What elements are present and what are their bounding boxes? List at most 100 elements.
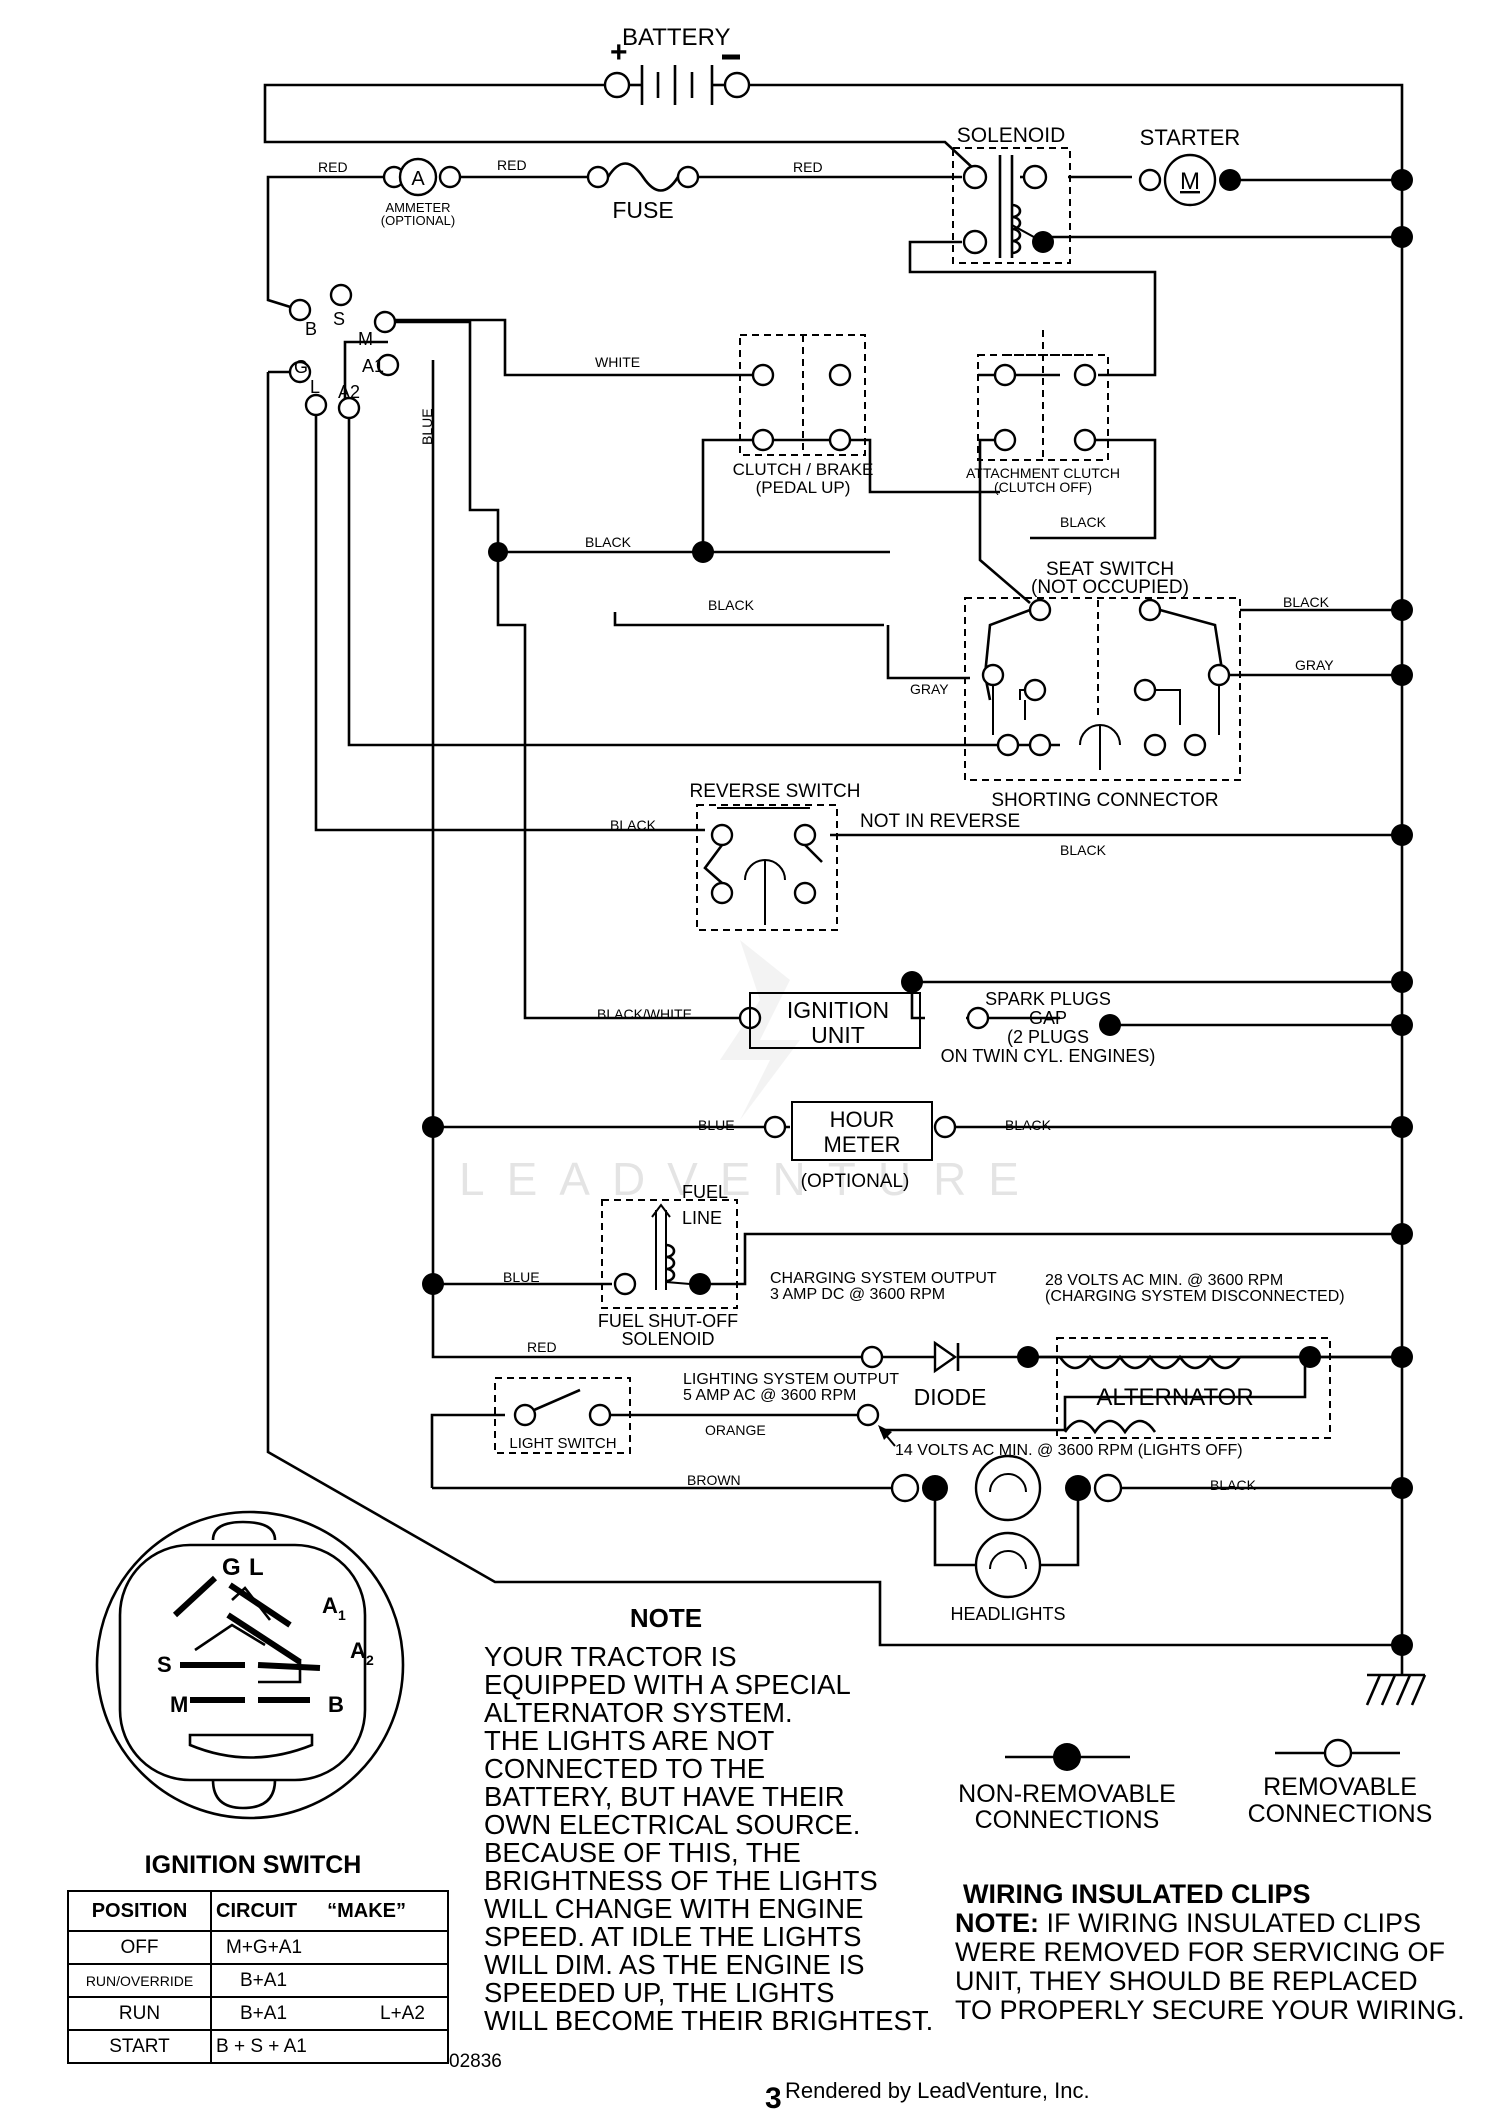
ground-symbol xyxy=(1365,1645,1427,1706)
ignition-switch-face: G L A 1 A 2 S M B IGNITION SWITCH xyxy=(95,1510,405,1879)
svg-text:NOT IN REVERSE: NOT IN REVERSE xyxy=(860,811,1020,832)
svg-text:BLUE: BLUE xyxy=(419,408,435,445)
header-position: POSITION xyxy=(67,1890,212,1932)
solenoid: SOLENOID xyxy=(952,124,1071,264)
note-line: CONNECTED TO THE xyxy=(484,1753,766,1784)
note-line: EQUIPPED WITH A SPECIAL xyxy=(484,1669,851,1700)
svg-text:L: L xyxy=(310,377,320,397)
svg-text:3 AMP DC @ 3600 RPM: 3 AMP DC @ 3600 RPM xyxy=(770,1286,945,1303)
svg-text:BLACK: BLACK xyxy=(1210,1477,1257,1493)
svg-text:M: M xyxy=(170,1692,188,1717)
clips-line-3: UNIT, THEY SHOULD BE REPLACED xyxy=(955,1966,1418,1996)
hour-meter: HOUR METER (OPTIONAL) xyxy=(763,1101,957,1192)
svg-text:A: A xyxy=(322,1593,338,1618)
ammeter: A AMMETER (OPTIONAL) xyxy=(381,157,462,228)
svg-text:RED: RED xyxy=(497,157,527,173)
wiring-clips-note: WIRING INSULATED CLIPS NOTE: IF WIRING I… xyxy=(955,1880,1465,2025)
clutch-brake-switch: CLUTCH / BRAKE (PEDAL UP) xyxy=(733,334,873,497)
note-line: WILL DIM. AS THE ENGINE IS xyxy=(484,1949,865,1980)
fuse: FUSE xyxy=(586,162,700,223)
svg-text:(CLUTCH OFF): (CLUTCH OFF) xyxy=(994,479,1092,495)
position-cell: OFF xyxy=(67,1930,212,1965)
svg-text:SHORTING CONNECTOR: SHORTING CONNECTOR xyxy=(991,790,1218,811)
svg-text:IGNITION SWITCH: IGNITION SWITCH xyxy=(145,1851,362,1879)
svg-text:ATTACHMENT CLUTCH: ATTACHMENT CLUTCH xyxy=(966,465,1120,481)
svg-text:IGNITION: IGNITION xyxy=(787,997,889,1023)
svg-text:BATTERY: BATTERY xyxy=(622,24,730,51)
svg-text:FUEL: FUEL xyxy=(682,1182,728,1202)
svg-text:NON-REMOVABLE: NON-REMOVABLE xyxy=(958,1780,1176,1808)
svg-text:S: S xyxy=(333,309,345,329)
svg-text:METER: METER xyxy=(824,1132,901,1157)
svg-text:A: A xyxy=(411,168,425,190)
svg-text:SPARK PLUGS: SPARK PLUGS xyxy=(985,989,1111,1009)
svg-text:RED: RED xyxy=(318,159,348,175)
svg-text:B: B xyxy=(328,1692,344,1717)
spark-plugs: SPARK PLUGS GAP (2 PLUGS ON TWIN CYL. EN… xyxy=(941,989,1156,1066)
battery: BATTERY + xyxy=(603,24,751,105)
note-line: SPEEDED UP, THE LIGHTS xyxy=(484,1977,835,2008)
svg-text:(CHARGING SYSTEM DISCONNECTED): (CHARGING SYSTEM DISCONNECTED) xyxy=(1045,1288,1345,1305)
clips-line-2: WERE REMOVED FOR SERVICING OF xyxy=(955,1937,1446,1967)
svg-text:28 VOLTS AC MIN. @ 3600 RPM: 28 VOLTS AC MIN. @ 3600 RPM xyxy=(1045,1272,1283,1289)
svg-text:BLUE: BLUE xyxy=(698,1117,735,1133)
svg-text:HEADLIGHTS: HEADLIGHTS xyxy=(950,1604,1065,1624)
junction-dots xyxy=(422,169,1413,1656)
svg-text:CONNECTIONS: CONNECTIONS xyxy=(1248,1800,1433,1828)
svg-text:1: 1 xyxy=(338,1607,346,1623)
svg-text:UNIT: UNIT xyxy=(811,1022,865,1048)
svg-text:BLACK: BLACK xyxy=(585,534,632,550)
note-line: BECAUSE OF THIS, THE xyxy=(484,1837,801,1868)
reverse-switch: REVERSE SWITCH NOT IN REVERSE xyxy=(689,781,1020,931)
svg-text:S: S xyxy=(157,1652,172,1677)
svg-text:BLUE: BLUE xyxy=(503,1269,540,1285)
clips-line-1: NOTE: IF WIRING INSULATED CLIPS xyxy=(955,1908,1422,1938)
fuel-shutoff-solenoid: FUEL LINE FUEL SHUT-OFF SOLENOID xyxy=(598,1182,738,1349)
svg-text:ALTERNATOR: ALTERNATOR xyxy=(1096,1384,1253,1411)
svg-text:GAP: GAP xyxy=(1029,1008,1067,1028)
svg-text:M: M xyxy=(358,329,373,349)
circuit-cell: B+A1 xyxy=(210,1963,449,1998)
svg-text:RED: RED xyxy=(527,1339,557,1355)
svg-text:(OPTIONAL): (OPTIONAL) xyxy=(381,213,455,228)
ignition-switch-terminals: B S M G A1 L A2 xyxy=(288,283,400,420)
note-line: BATTERY, BUT HAVE THEIR xyxy=(484,1781,845,1812)
svg-text:(2 PLUGS: (2 PLUGS xyxy=(1007,1027,1089,1047)
svg-text:LINE: LINE xyxy=(682,1208,722,1228)
svg-text:AMMETER: AMMETER xyxy=(386,200,451,215)
position-cell: RUN/OVERRIDE xyxy=(67,1963,212,1998)
note-line: BRIGHTNESS OF THE LIGHTS xyxy=(484,1865,878,1896)
svg-text:G: G xyxy=(294,357,308,377)
svg-text:BLACK: BLACK xyxy=(1283,594,1330,610)
svg-text:BLACK: BLACK xyxy=(1060,514,1107,530)
svg-text:(NOT OCCUPIED): (NOT OCCUPIED) xyxy=(1031,577,1189,598)
svg-text:REVERSE SWITCH: REVERSE SWITCH xyxy=(689,781,860,802)
starter: M STARTER xyxy=(1138,125,1241,207)
svg-text:SEAT SWITCH: SEAT SWITCH xyxy=(1046,559,1174,580)
svg-text:FUEL SHUT-OFF: FUEL SHUT-OFF xyxy=(598,1311,738,1331)
svg-text:M: M xyxy=(1180,168,1200,195)
note-line: YOUR TRACTOR IS xyxy=(484,1641,737,1672)
svg-text:LEADVENTURE: LEADVENTURE xyxy=(459,1153,1041,1205)
svg-text:REMOVABLE: REMOVABLE xyxy=(1263,1773,1417,1801)
note-line: OWN ELECTRICAL SOURCE. xyxy=(484,1809,861,1840)
svg-text:HOUR: HOUR xyxy=(830,1107,895,1132)
svg-text:FUSE: FUSE xyxy=(612,197,673,223)
svg-text:(PEDAL UP): (PEDAL UP) xyxy=(756,478,851,497)
note-line: SPEED. AT IDLE THE LIGHTS xyxy=(484,1921,862,1952)
connection-legend: NON-REMOVABLE CONNECTIONS REMOVABLE CONN… xyxy=(958,1738,1433,1834)
svg-text:(OPTIONAL): (OPTIONAL) xyxy=(801,1171,910,1192)
svg-text:BLACK: BLACK xyxy=(610,817,657,833)
attachment-clutch-switch: ATTACHMENT CLUTCH (CLUTCH OFF) xyxy=(966,330,1120,495)
svg-text:L: L xyxy=(249,1554,264,1581)
svg-text:ON TWIN CYL. ENGINES): ON TWIN CYL. ENGINES) xyxy=(941,1046,1156,1066)
svg-text:SOLENOID: SOLENOID xyxy=(621,1329,714,1349)
svg-text:2: 2 xyxy=(366,1652,374,1668)
svg-text:A1: A1 xyxy=(362,356,384,376)
svg-text:BLACK/WHITE: BLACK/WHITE xyxy=(597,1006,692,1022)
